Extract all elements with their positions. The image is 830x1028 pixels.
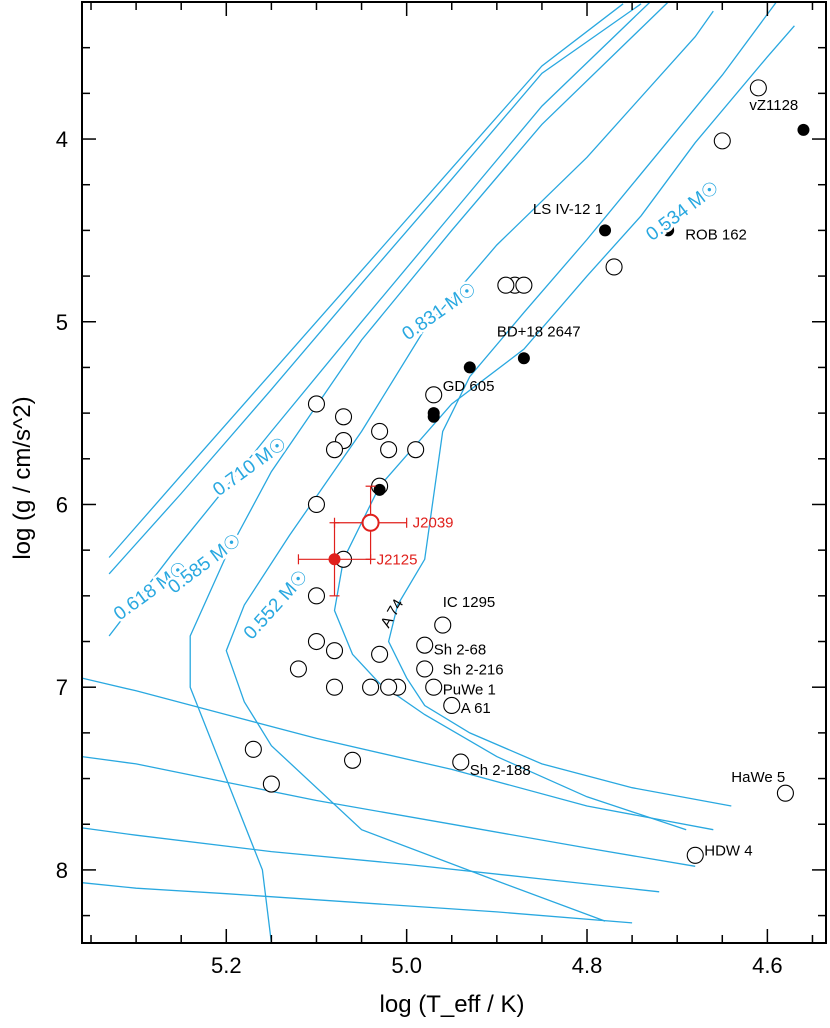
open-point-34 [262, 775, 280, 793]
plot-border [81, 1, 827, 944]
open-point-26 [434, 616, 452, 634]
track-line-1 [108, 3, 642, 575]
track-label-1: 0.710 M☉ [209, 433, 291, 500]
y-tick-label-4: 8 [56, 858, 68, 883]
y-tick-label-3: 7 [56, 675, 68, 700]
open-point-markers [244, 79, 794, 864]
open-point-27 [416, 636, 434, 654]
highlight-label: J2039 [413, 515, 454, 532]
star-label-8: Sh 2-216 [443, 661, 504, 678]
open-point-19 [325, 642, 344, 660]
filled-point-1 [599, 224, 612, 237]
track-line-4 [225, 10, 714, 922]
open-point-23 [362, 678, 380, 696]
open-point-33 [244, 740, 262, 758]
filled-point-2 [662, 224, 675, 237]
track-line-6 [387, 2, 777, 807]
track-line-7 [82, 677, 714, 831]
track-label-4: 0.552 M☉ [240, 566, 313, 644]
open-point-4 [515, 276, 533, 294]
open-point-13 [425, 386, 443, 404]
open-point-11 [380, 441, 398, 459]
open-point-2 [605, 258, 623, 276]
star-label-2: ROB 162 [685, 227, 747, 244]
open-point-29 [425, 678, 443, 696]
open-point-28 [416, 660, 434, 678]
y-axis-title: log (g / cm/s^2) [9, 396, 36, 559]
open-point-25 [380, 678, 398, 696]
open-point-32 [343, 751, 362, 769]
highlight-label: J2125 [377, 551, 418, 568]
x-tick-label-3: 4.6 [752, 953, 783, 978]
evolutionary-tracks [82, 2, 795, 943]
highlight-j2039: J2039 [333, 485, 454, 560]
star-label-9: PuWe 1 [443, 682, 496, 699]
y-tick-label-1: 5 [56, 310, 68, 335]
open-point-36 [686, 846, 704, 864]
track-line-9 [82, 827, 660, 893]
star-label-0: vZ1128 [749, 97, 798, 114]
star-label-6: A 74 [377, 596, 407, 631]
filled-point-6 [427, 410, 440, 423]
open-point-30 [443, 696, 461, 715]
x-tick-label-1: 5.0 [391, 953, 422, 978]
star-label-3: BD+18 2647 [497, 323, 581, 340]
star-label-13: HDW 4 [704, 842, 752, 859]
star-label-1: LS IV-12 1 [533, 201, 603, 218]
x-axis-ticks: 5.2 5.0 4.8 4.6 [90, 2, 814, 978]
track-line-3 [189, 2, 669, 943]
plot-frame [81, 1, 827, 944]
open-point-22 [371, 645, 389, 663]
track-line-2 [108, 2, 651, 637]
open-point-6 [307, 395, 326, 413]
y-axis-ticks: 4 5 6 7 8 [56, 46, 826, 917]
filled-point-0 [797, 123, 810, 136]
open-point-0 [749, 79, 767, 97]
open-point-20 [289, 660, 307, 678]
open-point-21 [325, 678, 344, 696]
track-line-0 [108, 3, 624, 558]
star-label-10: A 61 [461, 700, 491, 717]
filled-point-7 [373, 483, 386, 496]
star-label-7: Sh 2-68 [434, 641, 487, 658]
x-tick-label-0: 5.2 [211, 953, 242, 978]
filled-point-markers [373, 123, 810, 496]
track-line-8 [82, 755, 696, 867]
star-label-4: GD 605 [443, 378, 495, 395]
open-point-18 [307, 632, 326, 651]
open-point-1 [713, 132, 731, 150]
highlight-marker [328, 553, 341, 566]
open-point-31 [452, 753, 470, 771]
highlight-j2125: J2125 [297, 522, 418, 597]
star-label-12: HaWe 5 [731, 769, 785, 786]
highlight-marker [361, 513, 380, 532]
x-axis-title: log (T_eff / K) [380, 991, 525, 1018]
open-point-17 [307, 587, 326, 605]
x-tick-label-2: 4.8 [572, 953, 603, 978]
star-label-5: IC 1295 [443, 594, 496, 611]
y-tick-label-0: 4 [56, 127, 68, 152]
filled-point-4 [463, 361, 476, 374]
filled-point-3 [517, 352, 530, 365]
open-point-7 [334, 408, 353, 426]
open-point-9 [325, 441, 344, 459]
open-point-12 [407, 441, 425, 459]
open-point-35 [776, 784, 794, 802]
track-label-0: 0.831 M☉ [398, 279, 480, 345]
star-label-11: Sh 2-188 [470, 762, 531, 779]
track-line-10 [82, 882, 633, 924]
open-point-5 [497, 276, 515, 294]
open-point-15 [307, 495, 326, 514]
y-tick-label-2: 6 [56, 492, 68, 517]
open-point-10 [371, 422, 389, 440]
